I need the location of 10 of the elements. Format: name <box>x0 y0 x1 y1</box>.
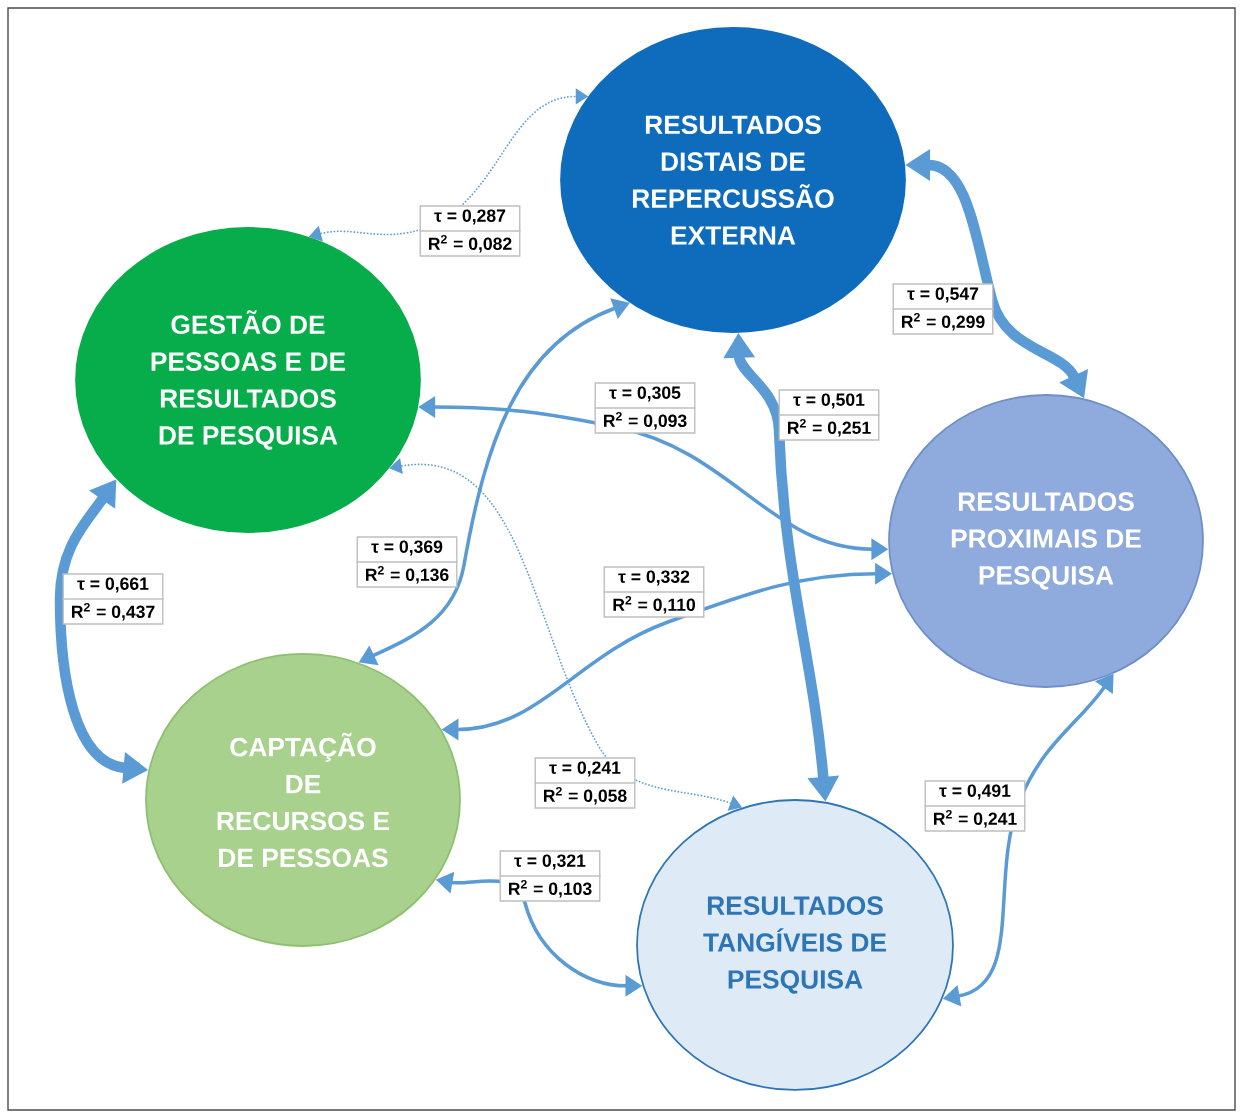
edge-label: τ = 0,501 R$^{2}$ = 0,251 <box>777 389 881 441</box>
edge-label: τ = 0,491 R$^{2}$ = 0,241 <box>923 780 1027 832</box>
edge-label: τ = 0,369 R$^{2}$ = 0,136 <box>355 536 459 588</box>
edge-label: τ = 0,661 R$^{2}$ = 0,437 <box>61 573 165 625</box>
edge-label: τ = 0,547 R$^{2}$ = 0,299 <box>891 283 995 335</box>
edge-label: τ = 0,241 R$^{2}$ = 0,058 <box>533 757 637 809</box>
edge-label: τ = 0,287 R$^{2}$ = 0,082 <box>418 205 522 257</box>
edge-label: τ = 0,321 R$^{2}$ = 0,103 <box>498 850 602 902</box>
edge-label: τ = 0,332 R$^{2}$ = 0,110 <box>602 566 706 618</box>
edge-label: τ = 0,305 R$^{2}$ = 0,093 <box>593 382 697 434</box>
